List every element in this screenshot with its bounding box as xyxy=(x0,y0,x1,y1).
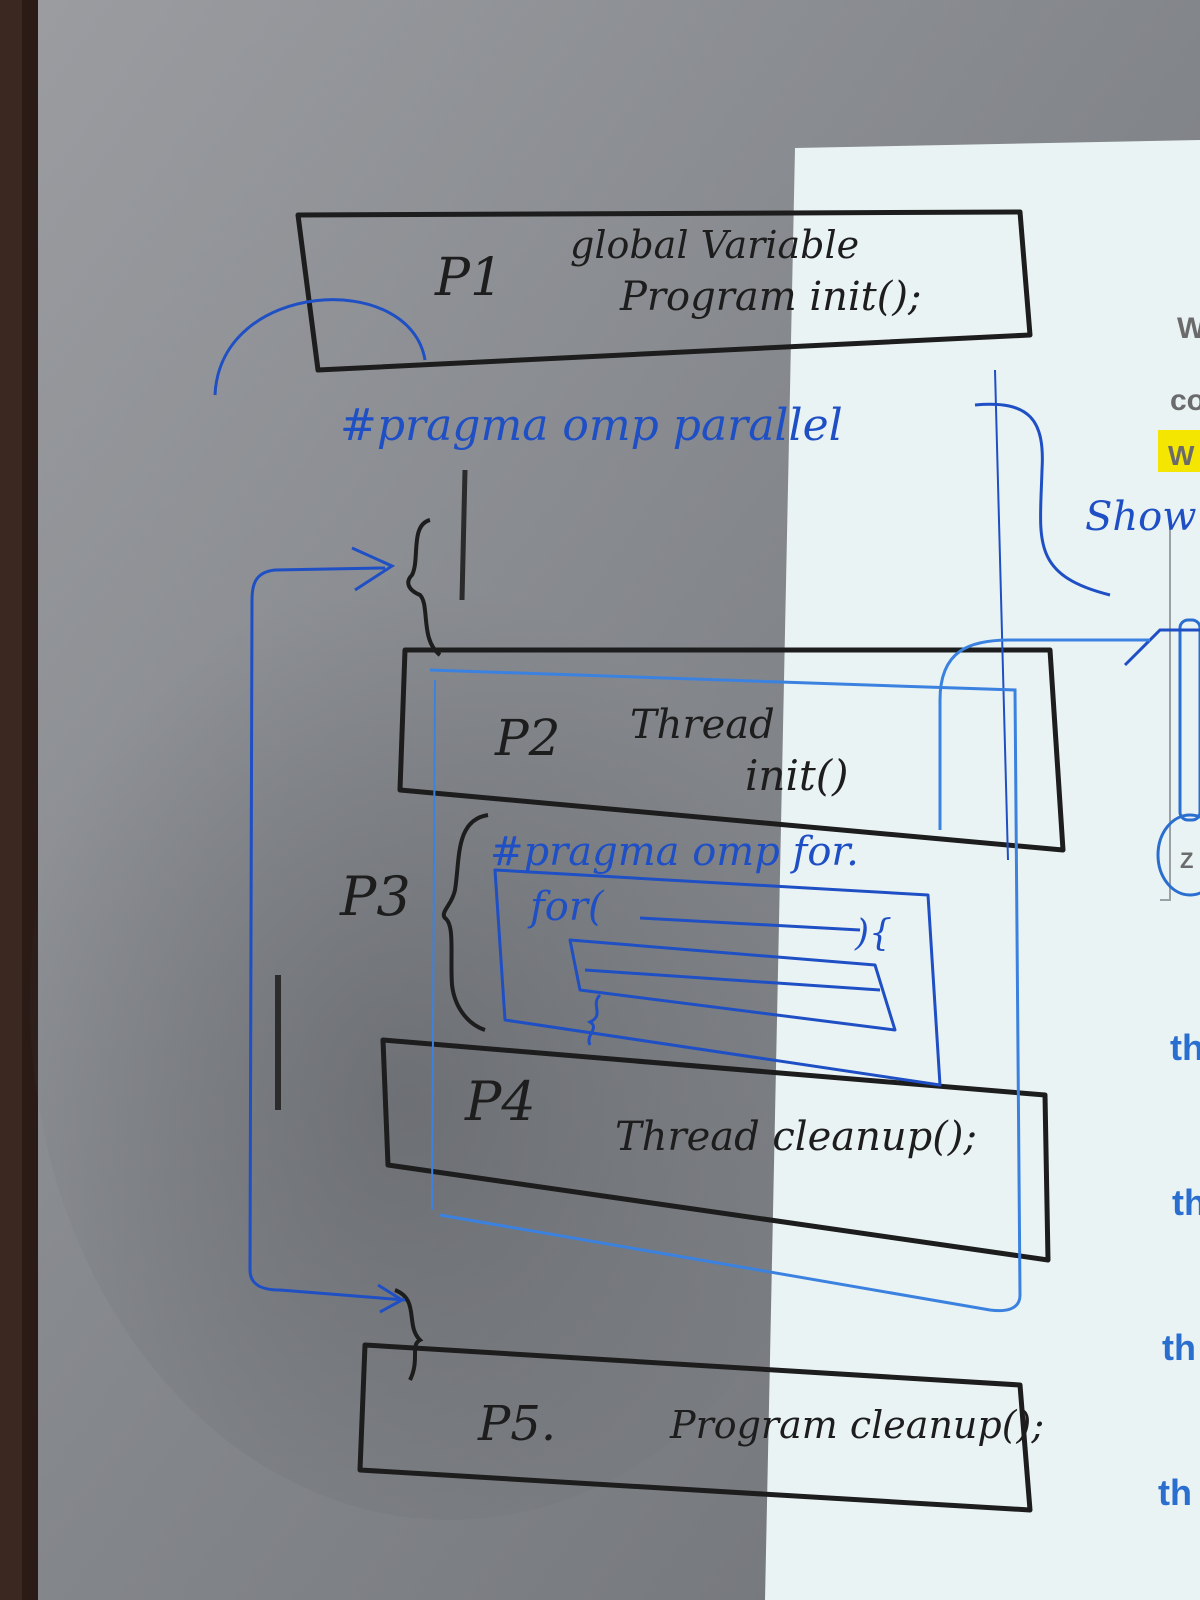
projected-circle xyxy=(1156,813,1200,897)
frame-edge xyxy=(0,0,22,1600)
parallel-open-brace xyxy=(406,518,442,657)
thread-region-outline xyxy=(431,679,436,1211)
p5-box xyxy=(357,1342,1033,1513)
slide-fragment: th xyxy=(1172,1182,1200,1223)
eraser-smudge xyxy=(30,480,870,1520)
p1-line1: global Variable xyxy=(570,223,859,267)
arrow-head xyxy=(377,1283,405,1314)
slide-fragment: th xyxy=(1162,1327,1196,1368)
loop-body-box xyxy=(568,938,897,1032)
connector-line xyxy=(1123,628,1200,667)
slide-fragment: Z xyxy=(1180,848,1193,873)
slide-fragment: th xyxy=(1170,1027,1200,1068)
for-region-box xyxy=(493,868,942,1087)
p3-brace xyxy=(441,813,489,1032)
p2-label: P2 xyxy=(494,709,560,767)
slide-fragment: W xyxy=(1177,312,1200,345)
p1-line2: Program init(); xyxy=(619,274,921,320)
loop-arrow xyxy=(248,566,406,1302)
p1-label: P1 xyxy=(434,248,503,308)
arrow-head xyxy=(351,546,396,592)
slide-fragment: th xyxy=(1158,1472,1192,1513)
for-brace: ){ xyxy=(854,913,892,954)
p2-line2: init() xyxy=(745,751,849,800)
connector-line xyxy=(994,369,1009,861)
thread-region-outline xyxy=(938,638,1150,830)
p2-line1: Thread xyxy=(630,702,775,748)
p1-box xyxy=(295,209,1033,373)
slide-fragment: co xyxy=(1170,384,1200,417)
projected-code-box xyxy=(1178,618,1200,822)
dash-mark xyxy=(459,469,468,601)
projected-highlight xyxy=(1158,430,1200,472)
show-note: Show xyxy=(1085,494,1196,540)
connector-line xyxy=(974,402,1111,597)
p5-label: P5. xyxy=(477,1396,556,1452)
p4-label: P4 xyxy=(464,1070,536,1133)
projected-box-edge xyxy=(1160,520,1171,901)
p2-box xyxy=(397,647,1066,853)
for-condition-line xyxy=(639,916,861,932)
parallel-close-brace xyxy=(394,1288,424,1381)
pragma-for: #pragma omp for. xyxy=(490,829,859,875)
loop-body-line xyxy=(584,968,881,992)
pragma-parallel: #pragma omp parallel xyxy=(340,400,843,451)
thread-region-outline xyxy=(429,668,1022,1313)
for-loop: for( xyxy=(527,884,605,930)
slide-fragment: W xyxy=(1168,440,1195,471)
loop-arc xyxy=(213,298,427,396)
p3-label: P3 xyxy=(339,865,411,928)
loop-close-brace xyxy=(586,993,602,1046)
p4-box xyxy=(380,1037,1051,1263)
p4-text: Thread cleanup(); xyxy=(615,1114,977,1160)
p5-text: Program cleanup(); xyxy=(669,1403,1044,1447)
